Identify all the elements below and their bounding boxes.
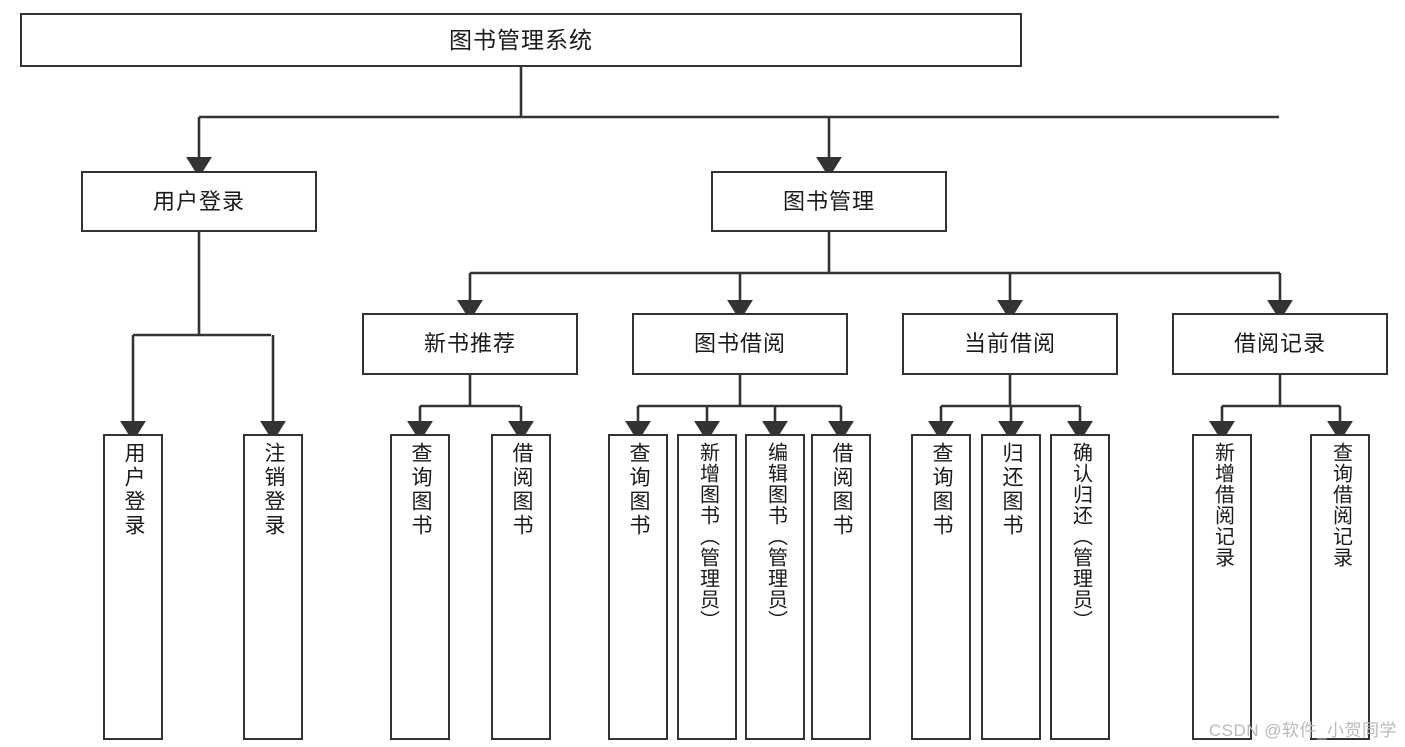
leaf-newbook-query-label: 查询图书 xyxy=(409,442,433,538)
node-book-borrow[interactable]: 图书借阅 xyxy=(632,313,848,375)
leaf-borrow-query[interactable]: 查询图书 xyxy=(608,434,668,740)
leaf-logout-label: 注销登录 xyxy=(262,442,286,538)
leaf-current-query-label: 查询图书 xyxy=(930,442,954,538)
leaf-record-add-label: 新增借阅记录 xyxy=(1211,442,1234,568)
leaf-newbook-query[interactable]: 查询图书 xyxy=(390,434,450,740)
node-new-book-recommend[interactable]: 新书推荐 xyxy=(362,313,578,375)
node-borrow-record-label: 借阅记录 xyxy=(1233,331,1326,357)
leaf-record-query-label: 查询借阅记录 xyxy=(1329,442,1352,568)
leaf-borrow-edit-book[interactable]: 编辑图书（管理员） xyxy=(745,434,805,740)
node-user-login-label: 用户登录 xyxy=(152,188,245,214)
leaf-current-confirm-return[interactable]: 确认归还（管理员） xyxy=(1050,434,1110,740)
node-root-label: 图书管理系统 xyxy=(449,26,593,53)
leaf-record-add[interactable]: 新增借阅记录 xyxy=(1192,434,1252,740)
leaf-newbook-borrow-label: 借阅图书 xyxy=(510,442,534,538)
node-book-borrow-label: 图书借阅 xyxy=(693,331,786,357)
node-user-login[interactable]: 用户登录 xyxy=(81,171,317,232)
leaf-current-return-label: 归还图书 xyxy=(1000,442,1024,538)
node-root[interactable]: 图书管理系统 xyxy=(20,13,1022,67)
leaf-logout[interactable]: 注销登录 xyxy=(243,434,303,740)
leaf-borrow-borrow-book[interactable]: 借阅图书 xyxy=(811,434,871,740)
leaf-current-query[interactable]: 查询图书 xyxy=(911,434,971,740)
leaf-current-return[interactable]: 归还图书 xyxy=(981,434,1041,740)
node-book-management-label: 图书管理 xyxy=(782,188,875,214)
leaf-borrow-query-label: 查询图书 xyxy=(627,442,651,538)
leaf-borrow-borrow-book-label: 借阅图书 xyxy=(830,442,854,538)
leaf-user-login-label: 用户登录 xyxy=(122,442,146,538)
leaf-record-query[interactable]: 查询借阅记录 xyxy=(1310,434,1370,740)
leaf-current-confirm-return-label: 确认归还（管理员） xyxy=(1069,442,1092,631)
node-borrow-record[interactable]: 借阅记录 xyxy=(1172,313,1388,375)
node-book-management[interactable]: 图书管理 xyxy=(711,171,947,232)
leaf-newbook-borrow[interactable]: 借阅图书 xyxy=(491,434,551,740)
leaf-borrow-edit-book-label: 编辑图书（管理员） xyxy=(764,442,787,631)
leaf-borrow-add-book-label: 新增图书（管理员） xyxy=(696,442,719,631)
leaf-user-login[interactable]: 用户登录 xyxy=(103,434,163,740)
leaf-borrow-add-book[interactable]: 新增图书（管理员） xyxy=(677,434,737,740)
node-new-book-recommend-label: 新书推荐 xyxy=(423,331,516,357)
node-current-borrow-label: 当前借阅 xyxy=(963,331,1056,357)
node-current-borrow[interactable]: 当前借阅 xyxy=(902,313,1118,375)
